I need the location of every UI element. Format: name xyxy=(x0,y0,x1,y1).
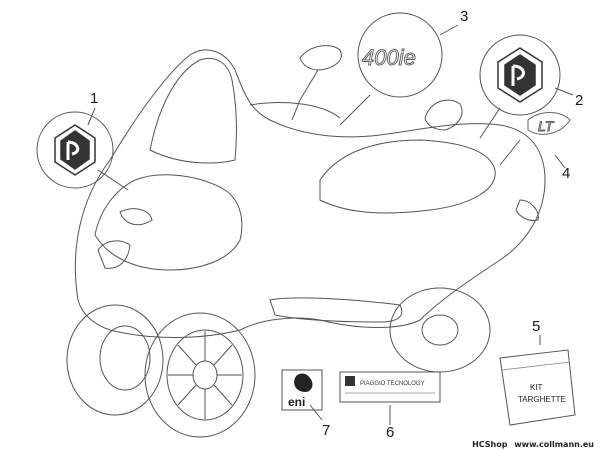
leader-2b xyxy=(479,107,501,139)
headlight-2 xyxy=(119,208,153,226)
scooter-body xyxy=(74,49,546,338)
seat xyxy=(319,139,496,214)
windscreen xyxy=(149,57,237,164)
zoom-circle-2 xyxy=(479,34,561,116)
front-fairing xyxy=(94,174,243,271)
plate-text: PIAGGIO TECNOLOGY xyxy=(360,381,425,387)
watermark-url: www.collmann.eu xyxy=(514,440,594,449)
callout-3: 3 xyxy=(460,8,469,25)
piaggio-badge-left xyxy=(54,124,96,176)
kit-line-2: TARGHETTE xyxy=(518,395,566,404)
handlebar xyxy=(249,102,341,119)
lt-badge: LT xyxy=(527,112,571,135)
callout-6: 6 xyxy=(386,424,395,441)
mirror xyxy=(299,45,342,71)
mirror-stem xyxy=(291,69,319,121)
leader-4b xyxy=(499,139,521,166)
leader-7 xyxy=(309,404,323,421)
rear-hub xyxy=(421,314,459,346)
callout-1: 1 xyxy=(90,90,99,107)
callout-2: 2 xyxy=(575,92,584,109)
zoom-circle-1 xyxy=(36,111,114,189)
zoom-circle-3 xyxy=(357,12,443,98)
rear-wheel xyxy=(389,287,491,373)
leader-1 xyxy=(87,107,96,126)
eni-sticker: eni xyxy=(281,369,323,411)
watermark-shop: HCShop xyxy=(472,440,508,449)
callout-4: 4 xyxy=(562,165,571,182)
watermark: HCShop www.collmann.eu xyxy=(472,440,594,449)
front-wheel-hub xyxy=(192,360,218,390)
tail-light xyxy=(515,199,539,221)
leader-4 xyxy=(554,154,566,169)
model-badge-text: 400ie xyxy=(362,45,416,70)
headlight xyxy=(97,240,131,269)
piaggio-plate: PIAGGIO TECNOLOGY xyxy=(339,371,441,403)
kit-bag: KIT TARGHETTE xyxy=(499,349,576,426)
piaggio-badge-right xyxy=(497,47,543,103)
wheel-spokes xyxy=(168,331,242,419)
lt-badge-text: LT xyxy=(538,118,555,134)
leader-3 xyxy=(439,24,459,36)
footboard xyxy=(269,297,403,323)
callout-5: 5 xyxy=(532,318,541,335)
eni-text: eni xyxy=(288,395,305,409)
kit-line-1: KIT xyxy=(530,383,543,392)
front-disc xyxy=(99,325,151,391)
leader-2 xyxy=(554,87,574,96)
front-wheel-right xyxy=(144,312,256,438)
front-wheel-left xyxy=(66,304,164,416)
leader-3b xyxy=(339,94,371,126)
leader-1b xyxy=(97,169,129,191)
seat-back xyxy=(424,99,463,131)
callout-7: 7 xyxy=(322,422,331,439)
front-wheel-rim xyxy=(166,329,244,421)
